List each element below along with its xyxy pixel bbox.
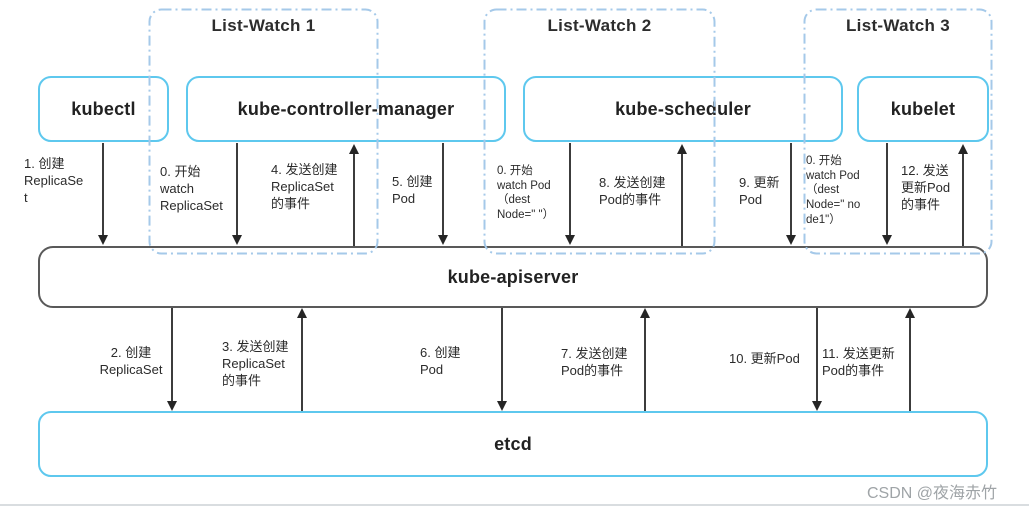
bottom-divider (0, 504, 1029, 506)
arrow-2-create-replicaset-etcd (166, 308, 178, 411)
kubelet-label: kubelet (890, 98, 956, 119)
kubelet-box: kubelet (857, 76, 989, 142)
arrow-12-label: 12. 发送 更新Pod 的事件 (901, 163, 951, 212)
arrow-0-watch-replicaset (231, 143, 243, 245)
arrow-1-create-replicaset (97, 143, 109, 245)
arrow-8-label: 8. 发送创建 Pod的事件 (599, 175, 666, 207)
kube-scheduler-label: kube-scheduler (615, 98, 751, 119)
etcd-label: etcd (494, 433, 532, 454)
etcd-box: etcd (38, 411, 988, 477)
kube-apiserver-box: kube-apiserver (38, 246, 988, 308)
kube-controller-manager-box: kube-controller-manager (186, 76, 506, 142)
list-watch-1-title: List-Watch 1 (211, 16, 316, 35)
kubectl-label: kubectl (71, 98, 136, 119)
kube-scheduler-box: kube-scheduler (523, 76, 843, 142)
arrow-8-send-pod-created-event (676, 144, 688, 246)
kube-controller-manager-label: kube-controller-manager (237, 98, 455, 119)
arrow-9-label: 9. 更新 Pod (739, 175, 780, 207)
arrow-6-create-pod-etcd (496, 308, 508, 411)
arrow-4-send-replicaset-event (348, 144, 360, 246)
list-watch-2-title: List-Watch 2 (547, 16, 652, 35)
arrow-2-label: 2. 创建 ReplicaSet (99, 345, 163, 377)
arrow-11-send-pod-updated-event-apiserver (904, 308, 916, 411)
csdn-watermark: CSDN @夜海赤竹 (866, 485, 997, 502)
arrow-0-watch-pod-scheduler-label: 0. 开始 watch Pod （dest Node=" "） (497, 165, 555, 222)
arrow-0-watch-pod-kubelet (881, 143, 893, 245)
arrow-10-label: 10. 更新Pod (729, 351, 800, 366)
arrow-3-label: 3. 发送创建 ReplicaSet 的事件 (222, 339, 289, 388)
arrow-0-watch-replicaset-label: 0. 开始 watch ReplicaSet (160, 164, 223, 213)
arrow-3-send-replicaset-event-apiserver (296, 308, 308, 411)
arrow-1-label: 1. 创建 ReplicaSe t (24, 156, 84, 205)
arrow-0-watch-pod-kubelet-label: 0. 开始 watch Pod （dest Node=" no de1"） (806, 155, 861, 226)
list-watch-3-title: List-Watch 3 (845, 16, 951, 35)
arrow-10-update-pod-etcd (811, 308, 823, 411)
kube-apiserver-label: kube-apiserver (447, 266, 579, 287)
arrow-0-watch-pod-scheduler (564, 143, 576, 245)
arrow-9-update-pod (785, 143, 797, 245)
kubectl-box: kubectl (38, 76, 169, 142)
arrow-12-send-pod-updated-event (957, 144, 969, 246)
arrow-11-label: 11. 发送更新 Pod的事件 (822, 346, 895, 378)
arrow-4-label: 4. 发送创建 ReplicaSet 的事件 (271, 162, 338, 211)
arrow-7-label: 7. 发送创建 Pod的事件 (561, 346, 628, 378)
arrow-5-create-pod (437, 143, 449, 245)
arrow-6-label: 6. 创建 Pod (420, 345, 461, 377)
arrow-7-send-pod-event-apiserver (639, 308, 651, 411)
arrow-5-label: 5. 创建 Pod (392, 174, 433, 206)
